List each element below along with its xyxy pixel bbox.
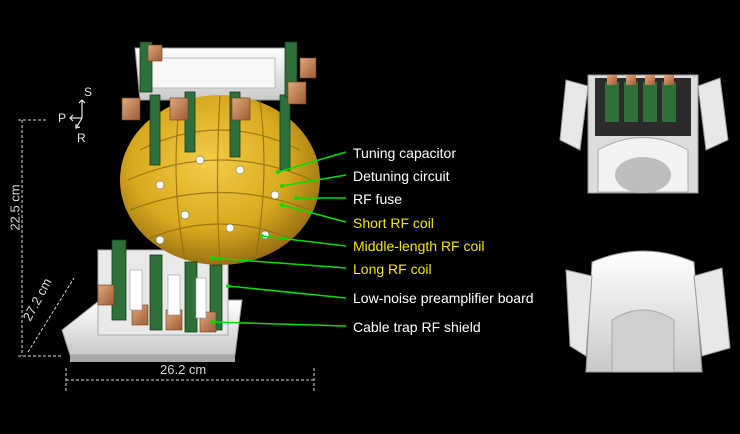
label-detuning-circuit: Detuning circuit — [353, 168, 450, 184]
orientation-posterior: P — [58, 111, 67, 125]
bottom-view-photo — [565, 250, 731, 373]
label-low-noise-preamplifier-board: Low-noise preamplifier board — [353, 290, 534, 306]
label-short-rf-coil: Short RF coil — [353, 215, 434, 231]
dimension-height: 22.5 cm — [7, 184, 23, 231]
dimension-width: 26.2 cm — [160, 362, 207, 377]
label-long-rf-coil: Long RF coil — [353, 261, 432, 277]
coil-array-photo — [61, 41, 320, 362]
leader-lines — [211, 151, 347, 327]
orientation-axes — [69, 99, 86, 129]
label-middle-length-rf-coil: Middle-length RF coil — [353, 238, 485, 254]
orientation-right: R — [77, 131, 86, 145]
label-cable-trap-rf-shield: Cable trap RF shield — [353, 319, 481, 335]
dimension-lines — [18, 119, 315, 392]
orientation-superior: S — [84, 85, 93, 99]
label-rf-fuse: RF fuse — [353, 191, 403, 207]
label-tuning-capacitor: Tuning capacitor — [353, 145, 456, 161]
top-view-photo — [559, 74, 729, 194]
